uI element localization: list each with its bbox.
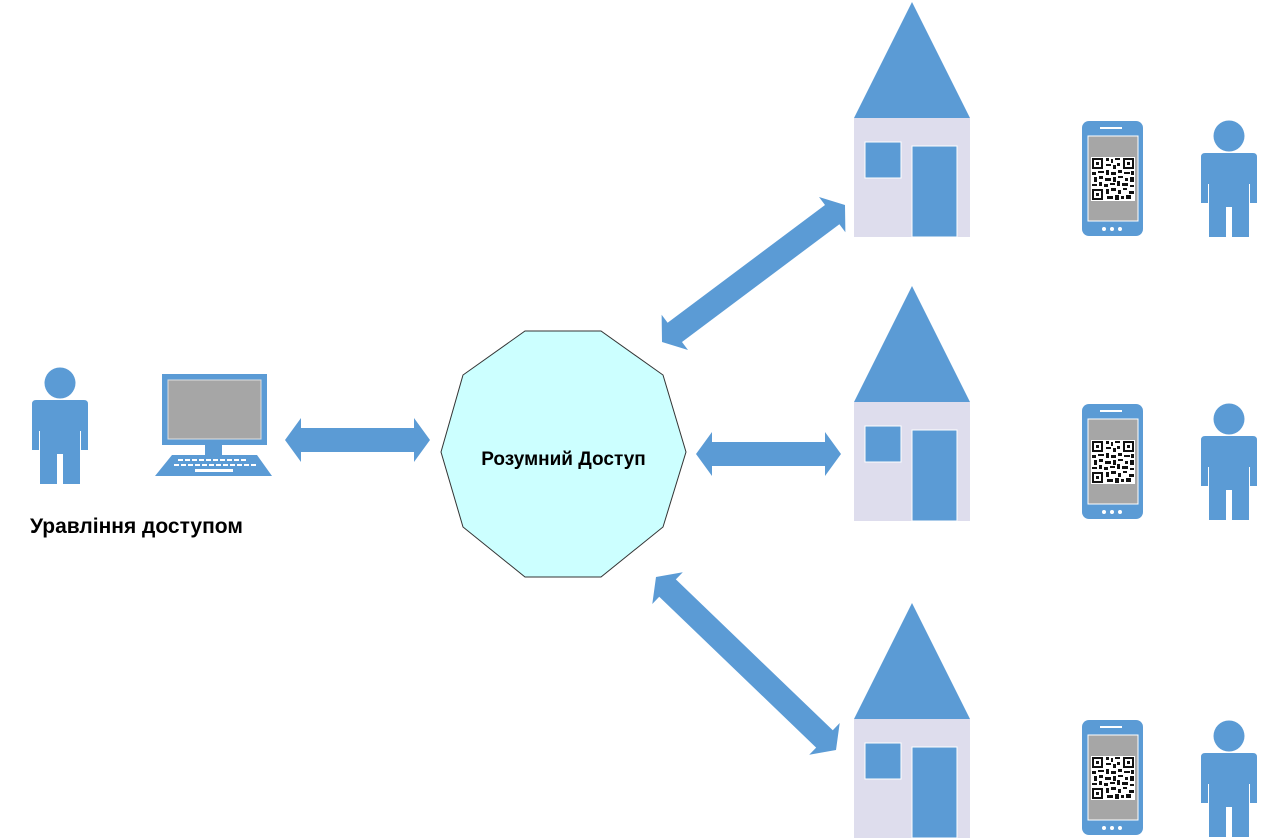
resident-person-icon	[1201, 120, 1257, 237]
house-3-icon	[853, 602, 971, 839]
admin-person-icon	[32, 367, 88, 484]
arrow-hub-to-house-1	[661, 196, 846, 351]
resident-person-icon	[1201, 720, 1257, 837]
arrow-hub-to-house-3	[652, 572, 840, 755]
smartphone-qr-icon	[1081, 120, 1144, 237]
admin-label: Уравління доступом	[30, 515, 243, 538]
arrow-hub-to-house-2	[696, 432, 841, 476]
house-2-icon	[853, 285, 971, 522]
computer-icon	[155, 374, 272, 476]
hub-decagon[interactable]	[440, 330, 687, 578]
connection-arrows	[285, 196, 846, 755]
smartphone-qr-icon	[1081, 403, 1144, 520]
house-1-icon	[853, 1, 971, 238]
hub-label: Розумний Доступ	[481, 449, 646, 470]
arrow-admin-computer-to-hub	[285, 418, 430, 462]
resident-person-icon	[1201, 403, 1257, 520]
smartphone-qr-icon	[1081, 719, 1144, 836]
